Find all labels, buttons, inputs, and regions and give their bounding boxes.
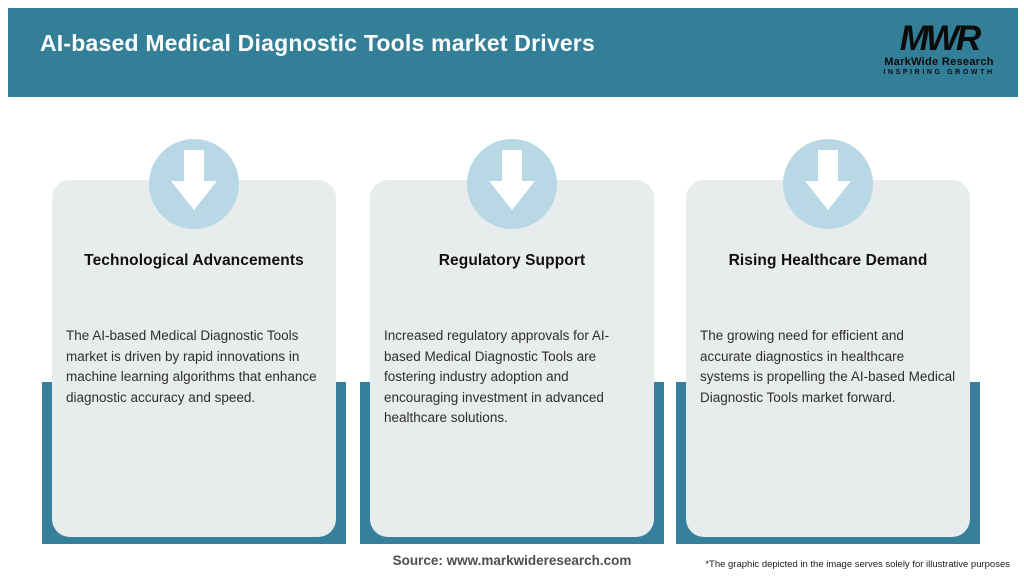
card-body-text: The AI-based Medical Diagnostic Tools ma…: [66, 328, 317, 405]
mwr-logo-icon: MWR: [899, 19, 981, 58]
page-title: AI-based Medical Diagnostic Tools market…: [40, 30, 595, 56]
down-arrow-icon: [783, 139, 873, 229]
markwide-research-logo: MWR MarkWide Research INSPIRING GROWTH: [874, 19, 1004, 76]
driver-card-group-1: Technological Advancements The AI-based …: [42, 0, 346, 576]
logo-company-name: MarkWide Research: [884, 55, 994, 68]
driver-card-group-2: Regulatory Support Increased regulatory …: [360, 0, 664, 576]
card-title: Regulatory Support: [438, 252, 586, 269]
driver-card: Technological Advancements The AI-based …: [52, 180, 336, 537]
driver-card-group-3: Rising Healthcare Demand The growing nee…: [676, 0, 980, 576]
source-attribution: Source: www.markwideresearch.com: [392, 553, 632, 568]
driver-card: Rising Healthcare Demand The growing nee…: [686, 180, 970, 537]
down-arrow-icon: [149, 139, 239, 229]
down-arrow-icon: [467, 139, 557, 229]
disclaimer-note: *The graphic depicted in the image serve…: [705, 559, 1010, 570]
card-body-text: The growing need for efficient and accur…: [700, 328, 956, 405]
header-bar: AI-based Medical Diagnostic Tools market…: [8, 8, 1018, 97]
driver-card: Regulatory Support Increased regulatory …: [370, 180, 654, 537]
card-title: Rising Healthcare Demand: [728, 252, 928, 269]
logo-tagline: INSPIRING GROWTH: [883, 68, 995, 76]
card-title: Technological Advancements: [84, 252, 304, 269]
card-body-text: Increased regulatory approvals for AI-ba…: [384, 328, 610, 426]
